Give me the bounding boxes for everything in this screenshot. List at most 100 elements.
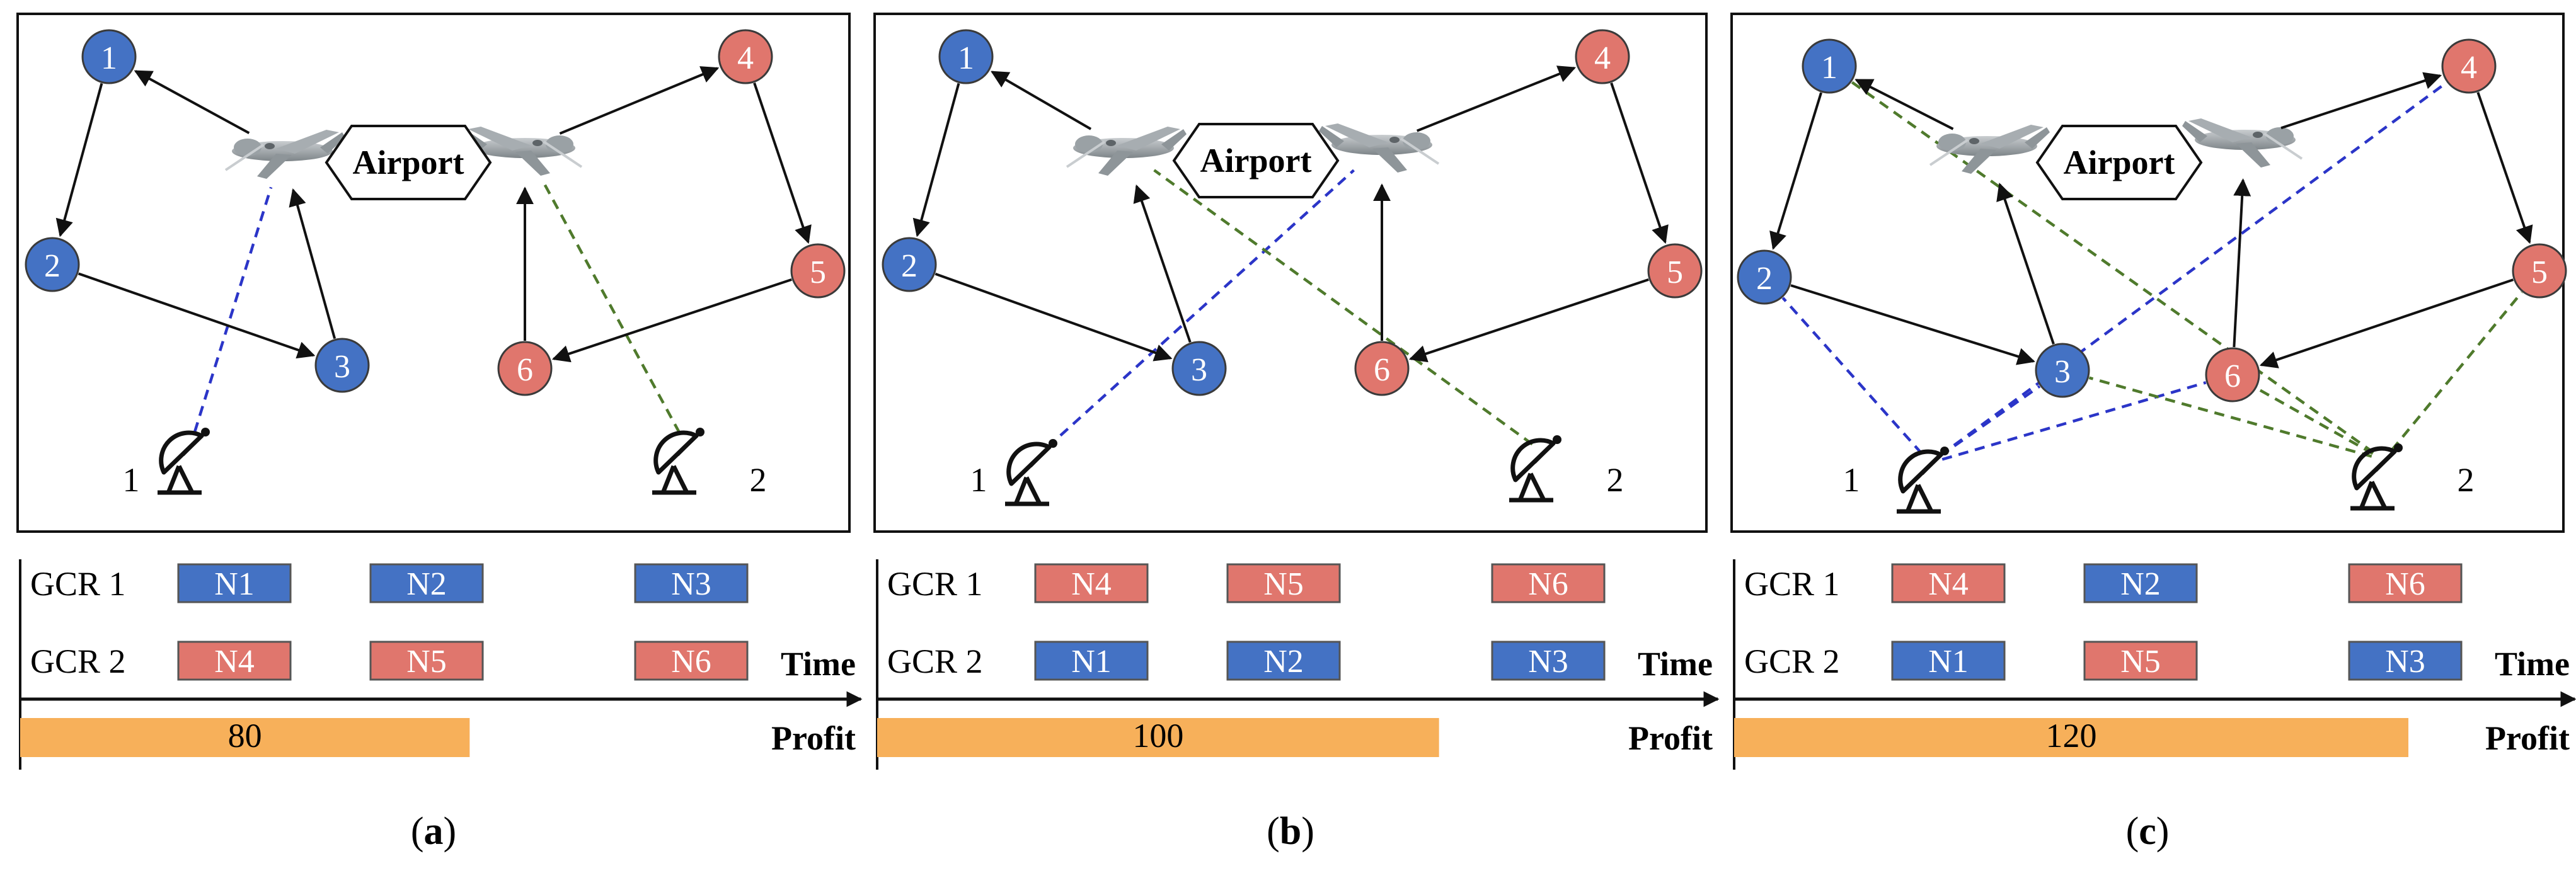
route-arrow-n3-n4 bbox=[1610, 83, 1669, 244]
uav-drone-icon-1 bbox=[1066, 127, 1187, 176]
airport-label: Airport bbox=[2064, 144, 2175, 181]
task-block-N5: N5 bbox=[369, 641, 484, 681]
airport-hexagon bbox=[2035, 125, 2203, 200]
svg-text:N3: N3 bbox=[2385, 644, 2425, 680]
airport-hexagon bbox=[325, 125, 492, 200]
route-arrow-d0-n0 bbox=[1854, 78, 1954, 130]
task-block-N1: N1 bbox=[1034, 641, 1149, 681]
svg-text:N6: N6 bbox=[2385, 566, 2425, 602]
svg-text:6: 6 bbox=[2224, 358, 2241, 394]
route-arrow-n2-d0 bbox=[1996, 182, 2055, 345]
svg-text:2: 2 bbox=[44, 248, 60, 284]
target-node-2: 2 bbox=[1737, 249, 1792, 305]
station-label-1: 1 bbox=[970, 461, 987, 499]
svg-text:N2: N2 bbox=[2120, 566, 2161, 602]
gcr-row-label-1: GCR 1 bbox=[887, 565, 983, 603]
task-block-N6: N6 bbox=[1491, 563, 1606, 603]
route-arrow-n0-n1 bbox=[55, 83, 103, 237]
gcr-row-label-1: GCR 1 bbox=[1744, 565, 1840, 603]
dashed-link-s0-d1 bbox=[1047, 169, 1355, 448]
target-node-3: 3 bbox=[314, 338, 370, 393]
station-label-2: 2 bbox=[750, 461, 767, 499]
task-block-N1: N1 bbox=[1891, 641, 2006, 681]
target-node-5: 5 bbox=[1647, 243, 1703, 299]
svg-text:5: 5 bbox=[1667, 254, 1683, 290]
time-axis-label: Time bbox=[2495, 645, 2570, 683]
target-node-6: 6 bbox=[1354, 341, 1410, 396]
target-node-3: 3 bbox=[1171, 341, 1227, 396]
route-arrow-n4-n5 bbox=[1408, 278, 1649, 363]
gcr-row-label-1: GCR 1 bbox=[30, 565, 126, 603]
gcr-row-label-2: GCR 2 bbox=[1744, 642, 1840, 680]
svg-text:2: 2 bbox=[1756, 261, 1773, 297]
svg-text:N2: N2 bbox=[1263, 644, 1304, 680]
svg-text:4: 4 bbox=[2461, 50, 2477, 86]
target-node-6: 6 bbox=[2205, 347, 2260, 402]
task-block-N2: N2 bbox=[1226, 641, 1341, 681]
map-frame bbox=[873, 13, 1708, 533]
svg-text:5: 5 bbox=[810, 254, 826, 290]
target-node-6: 6 bbox=[497, 341, 553, 396]
svg-text:6: 6 bbox=[517, 352, 533, 388]
route-arrow-n3-n4 bbox=[2476, 91, 2533, 244]
task-block-N2: N2 bbox=[2083, 563, 2198, 603]
uav-drone-icon-1 bbox=[224, 130, 345, 179]
dashed-link-s1-n5 bbox=[2256, 387, 2374, 455]
svg-text:N4: N4 bbox=[1071, 566, 1112, 602]
task-block-N3: N3 bbox=[2348, 641, 2463, 681]
satellite-dish-icon-2 bbox=[2350, 443, 2403, 511]
panel-caption-b: (b) bbox=[1267, 810, 1314, 853]
target-node-4: 4 bbox=[2441, 38, 2497, 94]
svg-text:6: 6 bbox=[1374, 352, 1390, 388]
svg-text:4: 4 bbox=[1594, 40, 1611, 76]
satellite-dish-icon-2 bbox=[652, 428, 704, 495]
route-arrow-d0-n0 bbox=[991, 71, 1092, 130]
task-block-N4: N4 bbox=[1891, 563, 2006, 603]
svg-text:1: 1 bbox=[1821, 50, 1837, 86]
profit-value: 80 bbox=[228, 717, 262, 755]
svg-text:N1: N1 bbox=[1928, 644, 1969, 680]
svg-text:N1: N1 bbox=[214, 566, 255, 602]
target-node-3: 3 bbox=[2035, 343, 2090, 398]
gcr-row-label-2: GCR 2 bbox=[30, 642, 126, 680]
satellite-dish-icon-1 bbox=[1897, 447, 1949, 514]
svg-text:2: 2 bbox=[901, 248, 917, 284]
panel-caption-a: (a) bbox=[411, 810, 456, 853]
target-node-5: 5 bbox=[2512, 243, 2567, 299]
svg-text:1: 1 bbox=[958, 40, 974, 76]
route-arrow-n5-d1 bbox=[2233, 178, 2251, 348]
svg-text:N5: N5 bbox=[1263, 566, 1304, 602]
route-arrow-n2-d0 bbox=[1133, 184, 1192, 343]
svg-text:N5: N5 bbox=[406, 644, 447, 680]
svg-text:N3: N3 bbox=[1528, 644, 1568, 680]
time-axis-label: Time bbox=[781, 645, 856, 683]
dashed-link-s0-n1 bbox=[1781, 297, 1923, 455]
route-arrow-d1-n3 bbox=[559, 66, 720, 135]
dashed-link-s1-n2 bbox=[2088, 376, 2372, 458]
target-node-4: 4 bbox=[718, 29, 773, 84]
map-frame bbox=[1730, 13, 2565, 533]
dashed-link-s1-d1 bbox=[541, 180, 681, 434]
svg-text:N2: N2 bbox=[406, 566, 447, 602]
svg-text:N4: N4 bbox=[1928, 566, 1969, 602]
route-arrow-d1-n3 bbox=[2280, 72, 2442, 130]
profit-bar bbox=[877, 718, 1439, 757]
profit-label: Profit bbox=[2485, 719, 2570, 757]
profit-label: Profit bbox=[771, 719, 856, 757]
profit-value: 100 bbox=[1132, 717, 1183, 755]
task-block-N3: N3 bbox=[634, 563, 749, 603]
airport-label: Airport bbox=[1200, 142, 1312, 180]
task-block-N6: N6 bbox=[634, 641, 749, 681]
station-label-1: 1 bbox=[123, 461, 140, 499]
svg-text:5: 5 bbox=[2531, 254, 2548, 290]
satellite-dish-icon-1 bbox=[1005, 439, 1057, 506]
task-block-N1: N1 bbox=[177, 563, 292, 603]
route-arrow-n0-n1 bbox=[1769, 92, 1822, 250]
target-node-2: 2 bbox=[882, 237, 937, 292]
dashed-link-s1-d0 bbox=[1153, 169, 1534, 446]
target-node-1: 1 bbox=[81, 29, 137, 84]
